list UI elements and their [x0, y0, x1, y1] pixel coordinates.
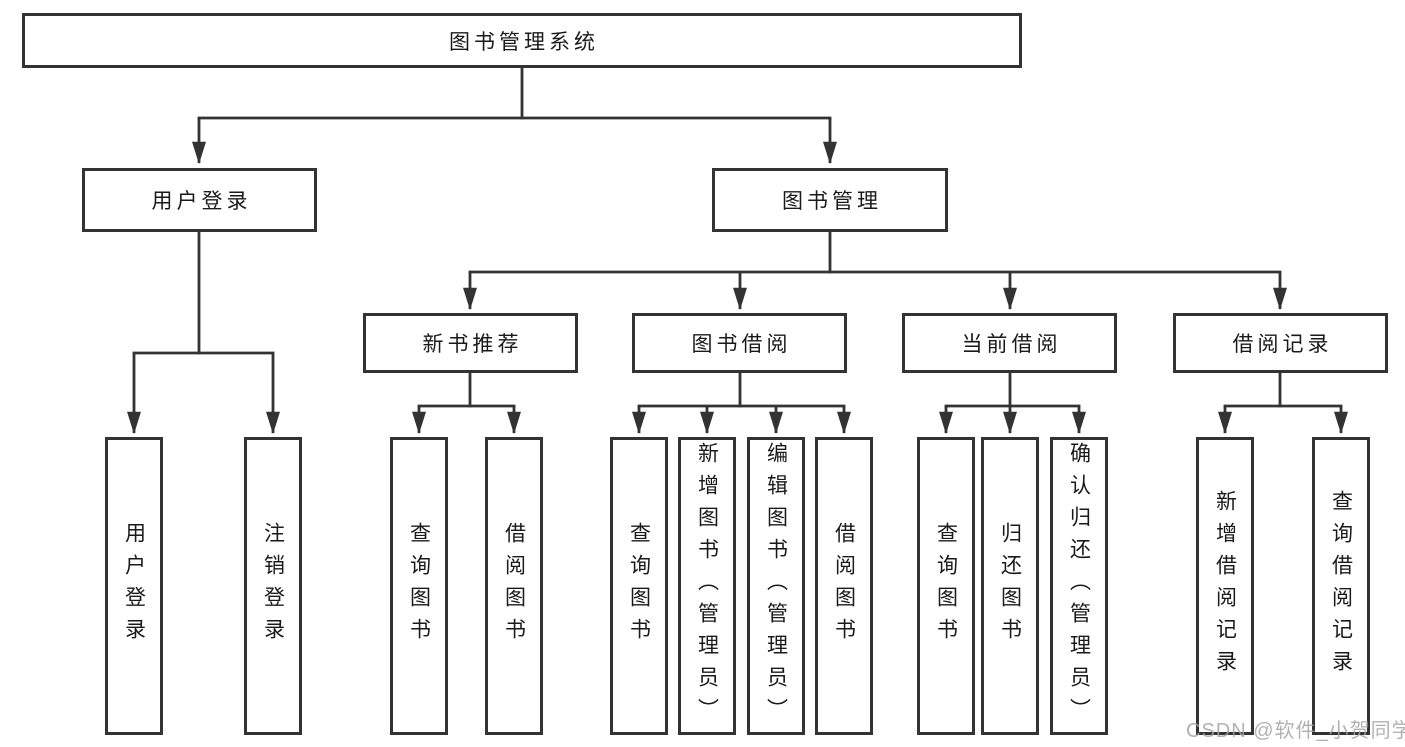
node-new-book-recommend: 新书推荐 [363, 313, 578, 373]
node-book-management: 图书管理 [712, 168, 948, 232]
leaf-recommend-query-books: 查询图书 [390, 437, 448, 735]
node-user-login: 用户登录 [82, 168, 317, 232]
node-book-borrow: 图书借阅 [632, 313, 847, 373]
leaf-current-query-books: 查询图书 [917, 437, 975, 735]
leaf-borrow-edit-books-admin: 编辑图书（管理员） [747, 437, 805, 735]
node-current-borrow: 当前借阅 [902, 313, 1117, 373]
leaf-borrow-query-books: 查询图书 [610, 437, 668, 735]
leaf-logout: 注销登录 [244, 437, 302, 735]
leaf-records-query-record: 查询借阅记录 [1312, 437, 1370, 735]
leaf-current-return-books: 归还图书 [981, 437, 1039, 735]
csdn-watermark: CSDN @软件_小贺同学 [1186, 720, 1405, 742]
leaf-current-confirm-return-admin: 确认归还（管理员） [1050, 437, 1108, 735]
node-library-system: 图书管理系统 [22, 13, 1022, 68]
node-borrow-records: 借阅记录 [1173, 313, 1388, 373]
leaf-records-add-record: 新增借阅记录 [1196, 437, 1254, 735]
leaf-recommend-borrow-books: 借阅图书 [485, 437, 543, 735]
leaf-user-login: 用户登录 [105, 437, 163, 735]
leaf-borrow-add-books-admin: 新增图书（管理员） [678, 437, 736, 735]
leaf-borrow-borrow-books: 借阅图书 [815, 437, 873, 735]
